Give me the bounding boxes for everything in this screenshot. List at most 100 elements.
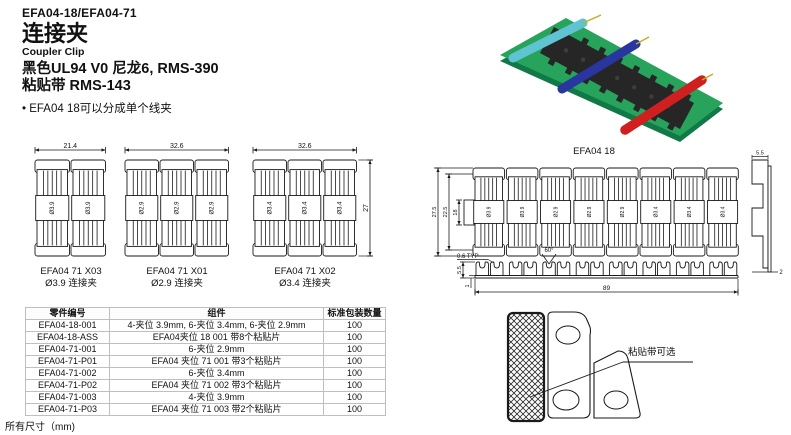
part-number-cell: EFA04-71-P03	[25, 403, 110, 416]
part-number-cell: EFA04-18-ASS	[25, 331, 110, 344]
qty-cell: 100	[323, 379, 386, 392]
column-header: 零件编号	[25, 307, 110, 320]
svg-text:Ø3.4: Ø3.4	[268, 201, 274, 215]
product-title-zh: 连接夹	[22, 21, 89, 46]
figure-caption-x03: EFA04 71 X03 Ø3.9 连接夹	[16, 266, 126, 289]
bullet-marker: •	[22, 103, 27, 115]
figure-name: EFA04 71 X01	[146, 266, 208, 277]
svg-text:27.5: 27.5	[432, 207, 438, 218]
svg-text:Ø3.9: Ø3.9	[86, 201, 92, 215]
svg-text:Ø3.4: Ø3.4	[654, 206, 660, 217]
component-cell: 4-夹位 3.9mm	[109, 391, 324, 404]
component-cell: EFA04 夹位 71 001 带3个粘贴片	[109, 355, 324, 368]
svg-text:Ø2.9: Ø2.9	[210, 201, 216, 215]
component-cell: 4-夹位 3.9mm, 6-夹位 3.4mm, 6-夹位 2.9mm	[109, 319, 324, 332]
part-number-cell: EFA04-18-001	[25, 319, 110, 332]
wire-tip	[701, 73, 714, 81]
figure-caption-x02: EFA04 71 X02 Ø3.4 连接夹	[250, 266, 360, 289]
figure-caption-x01: EFA04 71 X01 Ø2.9 连接夹	[122, 266, 232, 289]
svg-text:60°: 60°	[544, 248, 554, 254]
component-cell: EFA04 夹位 71 003 带2个粘贴片	[109, 403, 324, 416]
figure-desc: Ø3.4 连接夹	[279, 277, 331, 289]
qty-cell: 100	[323, 331, 386, 344]
wire-tip	[582, 14, 602, 24]
svg-text:Ø3.4: Ø3.4	[687, 206, 693, 217]
svg-text:32.6: 32.6	[298, 143, 312, 150]
qty-cell: 100	[323, 319, 386, 332]
svg-text:Ø3.4: Ø3.4	[303, 201, 309, 215]
svg-text:18: 18	[453, 209, 459, 215]
strip-side-view: 5.52	[751, 151, 783, 276]
strip-profile-view: 0.6 TYP 60° 5.5 1 89	[457, 248, 739, 296]
svg-text:Ø2.9: Ø2.9	[587, 206, 593, 217]
cable-blue	[557, 39, 641, 94]
part-number-cell: EFA04-71-002	[25, 367, 110, 380]
feature-bullet: • EFA04 18可以分成单个线夹	[22, 100, 442, 116]
figure-desc: Ø3.9 连接夹	[45, 277, 97, 289]
table-header-row: 零件编号组件标准包装数量	[25, 307, 386, 320]
part-number-heading: EFA04-18/EFA04-71	[22, 6, 137, 20]
svg-text:89: 89	[603, 285, 611, 292]
dimension-drawings: Ø3.9 Ø3.9 21.4Ø2.9 Ø2.9 Ø2.9 32.6Ø3.4 Ø3.4 Ø3.4…	[34, 143, 373, 257]
svg-text:Ø2.9: Ø2.9	[620, 206, 626, 217]
column-header: 标准包装数量	[323, 307, 386, 320]
cable-cyan	[508, 18, 588, 63]
part-number-cell: EFA04-71-P01	[25, 355, 110, 368]
svg-text:Ø3.9: Ø3.9	[520, 206, 526, 217]
qty-cell: 100	[323, 403, 386, 416]
svg-text:0.6 TYP: 0.6 TYP	[457, 254, 479, 260]
component-cell: 6-夹位 3.4mm	[109, 367, 324, 380]
material-spec: 黑色UL94 V0 尼龙6, RMS-390	[22, 61, 219, 77]
column-header: 组件	[109, 307, 324, 320]
feature-bullet-text: EFA04 18可以分成单个线夹	[29, 103, 172, 115]
svg-text:5.5: 5.5	[756, 151, 764, 157]
figure-name: EFA04 71 X03	[40, 266, 102, 277]
adhesive-tape-hatch	[506, 311, 546, 423]
product-caption: EFA04 18	[573, 146, 615, 157]
part-number-cell: EFA04-71-003	[25, 391, 110, 404]
tape-option-label: 粘贴带可选	[628, 347, 676, 358]
svg-text:Ø2.9: Ø2.9	[140, 201, 146, 215]
svg-text:21.4: 21.4	[63, 143, 77, 150]
svg-text:5.5: 5.5	[457, 266, 463, 274]
svg-text:Ø3.4: Ø3.4	[720, 206, 726, 217]
svg-text:1: 1	[465, 284, 471, 287]
wire-tip	[635, 36, 650, 45]
svg-text:Ø3.4: Ø3.4	[338, 201, 344, 215]
product-title-en: Coupler Clip	[22, 46, 85, 58]
qty-cell: 100	[323, 343, 386, 356]
cable-red	[620, 75, 707, 135]
cross-section-drawing	[506, 311, 693, 423]
svg-text:Ø2.9: Ø2.9	[175, 201, 181, 215]
part-number-cell: EFA04-71-001	[25, 343, 110, 356]
part-number-cell: EFA04-71-P02	[25, 379, 110, 392]
component-cell: EFA04 夹位 71 002 带3个粘贴片	[109, 379, 324, 392]
qty-cell: 100	[323, 355, 386, 368]
header: EFA04-18/EFA04-71 连接夹 Coupler Clip 黑色UL9…	[22, 6, 442, 116]
svg-text:2: 2	[779, 270, 783, 276]
component-cell: EFA04夹位 18 001 带8个粘贴片	[109, 331, 324, 344]
figure-name: EFA04 71 X02	[274, 266, 336, 277]
svg-text:Ø2.9: Ø2.9	[553, 206, 559, 217]
leader-line	[529, 361, 624, 398]
product-photo	[500, 14, 723, 142]
figure-drawing-1: Ø2.9 Ø2.9 Ø2.9 32.6	[124, 143, 229, 257]
figure-desc: Ø2.9 连接夹	[151, 277, 203, 289]
component-cell: 6-夹位 2.9mm	[109, 343, 324, 356]
figure-drawing-0: Ø3.9 Ø3.9 21.4	[34, 143, 106, 257]
svg-text:Ø3.9: Ø3.9	[50, 201, 56, 215]
tape-spec: 粘贴带 RMS-143	[22, 78, 131, 94]
svg-text:22.5: 22.5	[443, 207, 449, 218]
qty-cell: 100	[323, 367, 386, 380]
svg-text:32.6: 32.6	[170, 143, 184, 150]
